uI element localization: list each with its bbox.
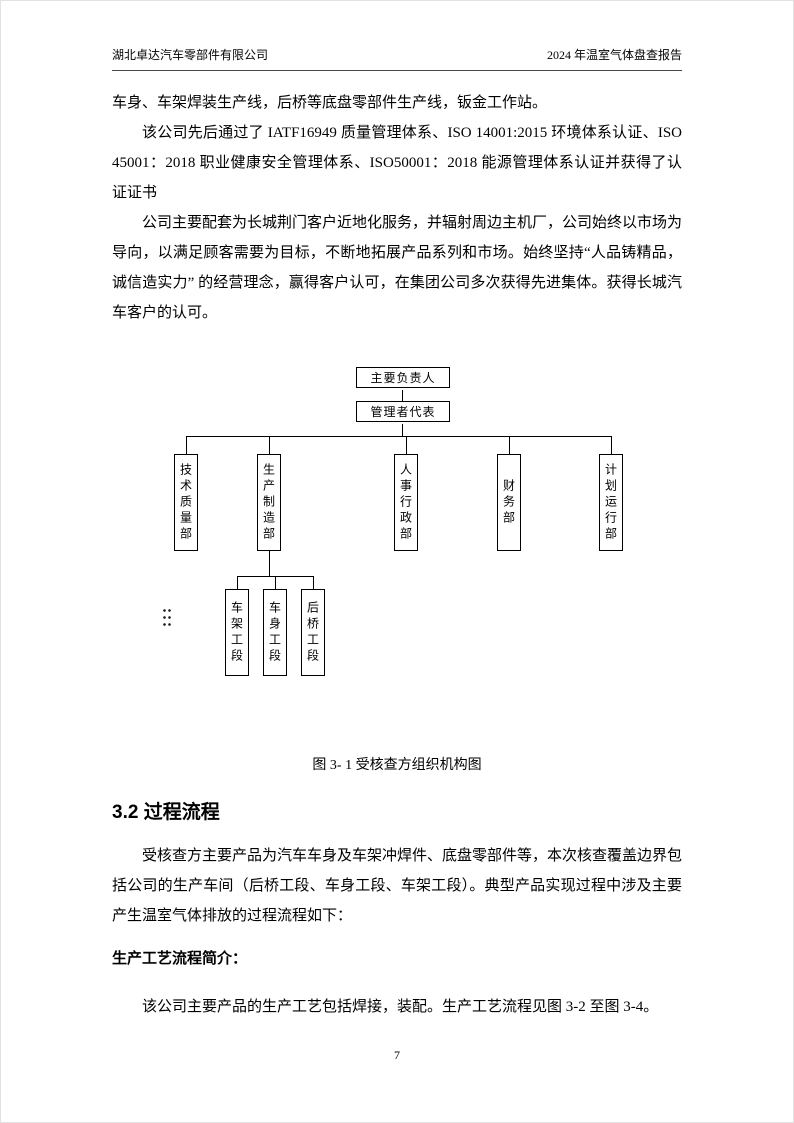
- header-report-title: 2024 年温室气体盘查报告: [546, 48, 682, 62]
- org-box-section-body: 车身工段: [263, 589, 287, 676]
- page-header: 湖北卓达汽车零部件有限公司 2024 年温室气体盘查报告: [112, 46, 682, 71]
- org-chart-figure: 主要负责人 管理者代表 技术质量部 生产制造部 人事行政部 财务部 计划运行部 …: [112, 364, 682, 679]
- connector-line: [402, 424, 403, 436]
- dots-handle-icon: [162, 607, 172, 628]
- figure-caption: 图 3- 1 受核查方组织机构图: [312, 758, 482, 773]
- org-box-dept-tech-quality: 技术质量部: [174, 454, 198, 551]
- org-box-dept-planning: 计划运行部: [599, 454, 623, 551]
- org-box-dept-production: 生产制造部: [257, 454, 281, 551]
- org-box-top-leader: 主要负责人: [356, 367, 450, 388]
- paragraph-company-intro: 公司主要配套为长城荆门客户近地化服务，并辐射周边主机厂，公司始终以市场为导向，以…: [112, 215, 683, 321]
- paragraph-certifications: 该公司先后通过了 IATF16949 质量管理体系、ISO 14001:2015…: [112, 125, 682, 201]
- connector-line: [509, 436, 510, 454]
- page-footer: 7: [0, 1048, 794, 1063]
- paragraph-process-description: 该公司主要产品的生产工艺包括焊接，装配。生产工艺流程见图 3-2 至图 3-4。: [142, 999, 659, 1015]
- org-box-section-frame: 车架工段: [225, 589, 249, 676]
- section-heading-process-flow: 3.2 过程流程: [112, 802, 220, 823]
- subheading-process-intro: 生产工艺流程简介：: [112, 950, 248, 967]
- connector-line: [402, 390, 403, 401]
- paragraph-verification-scope: 受核查方主要产品为汽车车身及车架冲焊件、底盘零部件等，本次核查覆盖边界包括公司的…: [112, 848, 683, 924]
- connector-line: [186, 436, 612, 437]
- connector-line: [406, 436, 407, 454]
- connector-line: [611, 436, 612, 454]
- org-box-dept-hr-admin: 人事行政部: [394, 454, 418, 551]
- connector-line: [269, 551, 270, 576]
- connector-line: [186, 436, 187, 454]
- org-box-management-rep: 管理者代表: [356, 401, 450, 422]
- page-content: 车身、车架焊装生产线，后桥等底盘零部件生产线，钣金工作站。 该公司先后通过了 I…: [112, 88, 682, 1022]
- connector-line: [313, 576, 314, 589]
- header-company-name: 湖北卓达汽车零部件有限公司: [112, 48, 269, 62]
- org-box-dept-finance: 财务部: [497, 454, 521, 551]
- org-box-section-rear-axle: 后桥工段: [301, 589, 325, 676]
- paragraph-production-lines: 车身、车架焊装生产线，后桥等底盘零部件生产线，钣金工作站。: [112, 95, 548, 111]
- connector-line: [269, 436, 270, 454]
- page-number: 7: [394, 1048, 400, 1062]
- connector-line: [275, 576, 276, 589]
- connector-line: [237, 576, 238, 589]
